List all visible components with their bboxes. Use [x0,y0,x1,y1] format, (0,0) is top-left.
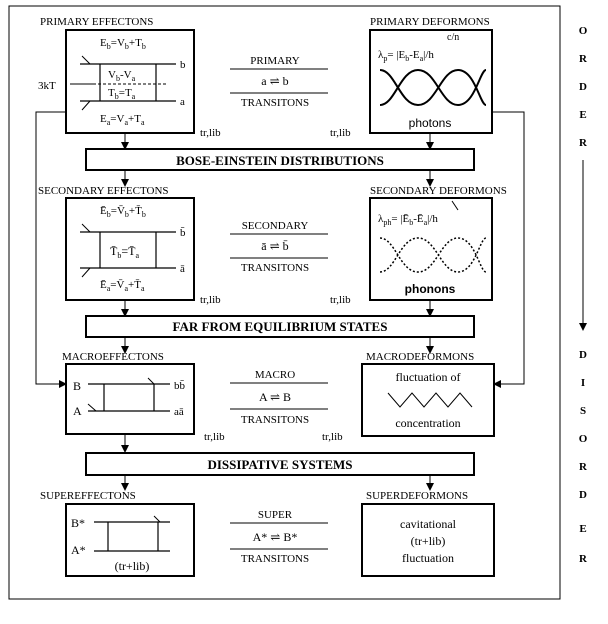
disorder-letter: S [580,405,586,417]
far-from-equilibrium-bar [85,315,475,338]
primary-trlib-right: tr,lib [330,127,351,139]
far-from-equilibrium-label: FAR FROM EQUILIBRIUM STATES [173,319,388,334]
primary-level-b: b [180,59,186,71]
primary-vbva-label: Vb-Va [108,69,136,83]
order-letter: E [579,109,586,121]
left-connector [35,111,67,388]
macro-aa-label: aā [174,406,184,418]
dissipative-systems-bar [85,452,475,476]
secondary-level-a: ā [180,263,185,275]
secondary-transitions-bot: TRANSITONS [241,262,309,274]
macro-transitions-bot: TRANSITONS [241,414,309,426]
secondary-deformons-box [369,197,493,301]
secondary-effectons-title: SECONDARY EFFECTONS [38,185,169,197]
macro-concentration-label: concentration [395,416,460,430]
disorder-column: D I S O R D E R [579,349,588,565]
order-letter: D [579,81,587,93]
right-connector [492,111,525,388]
secondary-lambda-formula: λph= |Ēb-Ēa|/h [378,213,438,227]
order-column: O R D E R [579,25,588,149]
secondary-ea-label: Ēa=V̄a+T̄a [100,279,145,293]
secondary-standing-wave [379,237,487,273]
superdeformons-box [361,503,495,577]
super-transitions-top: SUPER [258,509,293,521]
macrodeformons-box [361,363,495,437]
bose-einstein-label: BOSE-EINSTEIN DISTRIBUTIONS [176,153,384,168]
primary-level-a: a [180,96,185,108]
macrodeformons-title: MACRODEFORMONS [366,351,474,363]
secondary-deformons-title: SECONDARY DEFORMONS [370,185,507,197]
disorder-letter: I [581,377,585,389]
macroeffectons-box [65,363,195,435]
primary-trlib-left: tr,lib [200,127,221,139]
secondary-level-b: b̄ [180,227,186,239]
primary-standing-wave [379,68,487,107]
disorder-letter: E [579,523,586,535]
disorder-letter: R [579,553,588,565]
secondary-effectons-box [65,197,195,301]
super-trlib-label: (tr+lib) [115,559,150,573]
super-cav-trlib-label: (tr+lib) [411,534,446,548]
bose-einstein-bar [85,148,475,171]
macro-trlib-right: tr,lib [322,431,343,443]
order-letter: O [579,25,588,37]
super-fluctuation-label: fluctuation [402,551,454,565]
supereffectons-title: SUPEREFFECTONS [40,490,136,502]
primary-lambda-formula: λp= |Eb-Ea|/h [378,49,434,63]
primary-photons-label: photons [409,116,452,130]
super-transitions-bot: TRANSITONS [241,553,309,565]
disorder-letter: R [579,461,588,473]
macro-level-B: B [73,379,81,393]
secondary-phonons-label: phonons [405,282,456,296]
disorder-letter: D [579,489,587,501]
dissipative-systems-label: DISSIPATIVE SYSTEMS [207,457,352,472]
secondary-tbta-label: T̄b=T̄a [110,244,139,260]
primary-3kt-label: 3kT [38,80,56,92]
supereffectons-box [65,503,195,577]
secondary-transitions-top: SECONDARY [242,220,309,232]
super-level-B: B* [71,516,85,530]
primary-cn-label: c/n [447,32,459,43]
primary-effectons-box [65,29,195,134]
primary-transitions-mid: a ⇌ b [261,74,288,88]
disorder-letter: D [579,349,587,361]
secondary-transitions-mid: ā ⇌ b̄ [261,239,288,253]
primary-tbta-label: Tb=Ta [108,87,136,101]
primary-eb-label: Eb=Vb+Tb [100,37,146,51]
secondary-trlib-right: tr,lib [330,294,351,306]
macro-trlib-left: tr,lib [204,431,225,443]
macro-transitions-mid: A ⇌ B [259,390,291,404]
disorder-letter: O [579,433,588,445]
primary-deformons-title: PRIMARY DEFORMONS [370,16,490,28]
super-transitions-mid: A* ⇌ B* [253,530,298,544]
macro-fluctuation-label: fluctuation of [396,370,461,384]
macroeffectons-title: MACROEFFECTONS [62,351,164,363]
order-letter: R [579,53,588,65]
superdeformons-title: SUPERDEFORMONS [366,490,468,502]
super-cavitational-label: cavitational [400,517,457,531]
macro-level-A: A [73,404,82,418]
primary-transitions-bot: TRANSITONS [241,97,309,109]
macro-bb-label: bb̄ [174,380,186,392]
secondary-trlib-left: tr,lib [200,294,221,306]
primary-transitions-top: PRIMARY [250,55,300,67]
order-letter: R [579,137,588,149]
primary-effectons-title: PRIMARY EFFECTONS [40,16,153,28]
macro-zigzag-wave [387,392,473,408]
primary-deformons-box [369,29,493,134]
primary-ea-label: Ea=Va+Ta [100,113,145,127]
outer-frame [8,5,561,600]
macro-transitions-top: MACRO [255,369,295,381]
super-level-A: A* [71,543,86,557]
secondary-eb-label: Ēb=V̄b+T̄b [100,205,146,219]
